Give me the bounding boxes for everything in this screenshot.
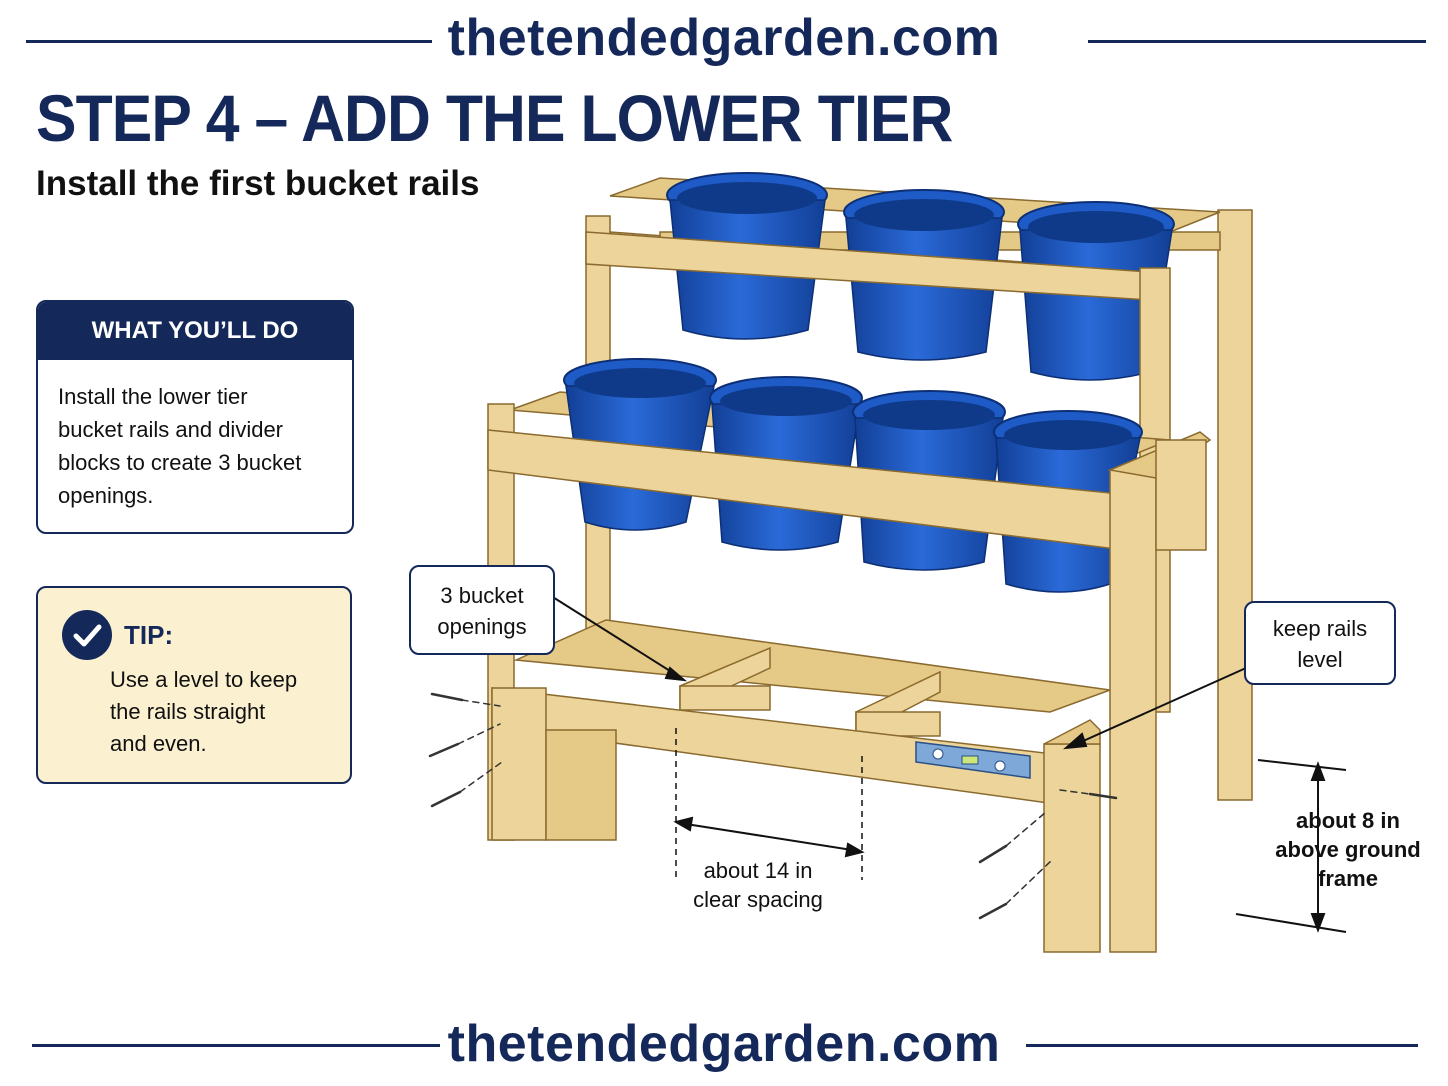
top-rule-left [26,40,432,43]
check-icon [62,610,112,660]
tip-text: Use a level to keep the rails straight a… [110,664,340,760]
what-line: bucket rails and divider [58,417,284,442]
tip-label: TIP: [124,620,174,650]
brand-bottom: thetendedgarden.com [447,1015,1001,1073]
top-rule-right [1088,40,1426,43]
what-youll-do-text: Install the lower tier bucket rails and … [38,360,352,512]
middle-front-rail [487,429,1212,953]
bottom-rule-left [32,1044,440,1047]
what-line: Install the lower tier [58,384,248,409]
label-ground-height: about 8 in above ground frame [1262,806,1434,893]
label-line: above ground [1275,837,1421,862]
callout-line: openings [437,614,527,639]
page-title: STEP 4 – ADD THE LOWER TIER [36,81,953,155]
callout-line: level [1297,647,1343,672]
callout-line: 3 bucket [440,583,524,608]
callout-line: keep rails [1272,616,1368,641]
tip-line: the rails straight [110,699,266,724]
spacing-dimension [673,728,865,880]
height-dimension [1235,759,1347,933]
screw-icon [428,723,501,758]
bottom-rule-right [1026,1044,1418,1047]
screw-icon [978,811,1047,864]
callout-bucket-openings: 3 bucket openings [409,565,555,655]
tip-line: Use a level to keep [110,667,298,692]
brand-top: thetendedgarden.com [447,9,1001,67]
lower-tier-frame [491,619,1111,953]
label-line: about 8 in [1296,808,1400,833]
page-subtitle: Install the first bucket rails [36,164,480,203]
what-line: blocks to create 3 bucket [58,450,302,475]
label-line: about 14 in [703,858,813,883]
screw-icon [430,692,501,707]
middle-buckets [563,358,1143,593]
label-clear-spacing: about 14 in clear spacing [662,856,854,914]
screw-icon [1059,789,1118,800]
label-line: clear spacing [693,887,823,912]
tip-card: TIP: Use a level to keep the rails strai… [36,586,352,784]
spirit-level-icon [915,741,1031,779]
bucket-icon [1017,201,1175,381]
what-youll-do-heading: WHAT YOU’LL DO [38,302,352,360]
bucket-icon [993,410,1143,593]
callout-keep-level: keep rails level [1244,601,1396,685]
screws [428,692,1118,920]
tip-line: and even. [110,731,207,756]
label-line: frame [1318,866,1378,891]
screw-icon [430,761,503,808]
what-line: openings. [58,483,154,508]
what-youll-do-card: WHAT YOU’LL DO Install the lower tier bu… [36,300,354,534]
screw-icon [978,859,1053,920]
callout-leaders [547,593,1247,750]
